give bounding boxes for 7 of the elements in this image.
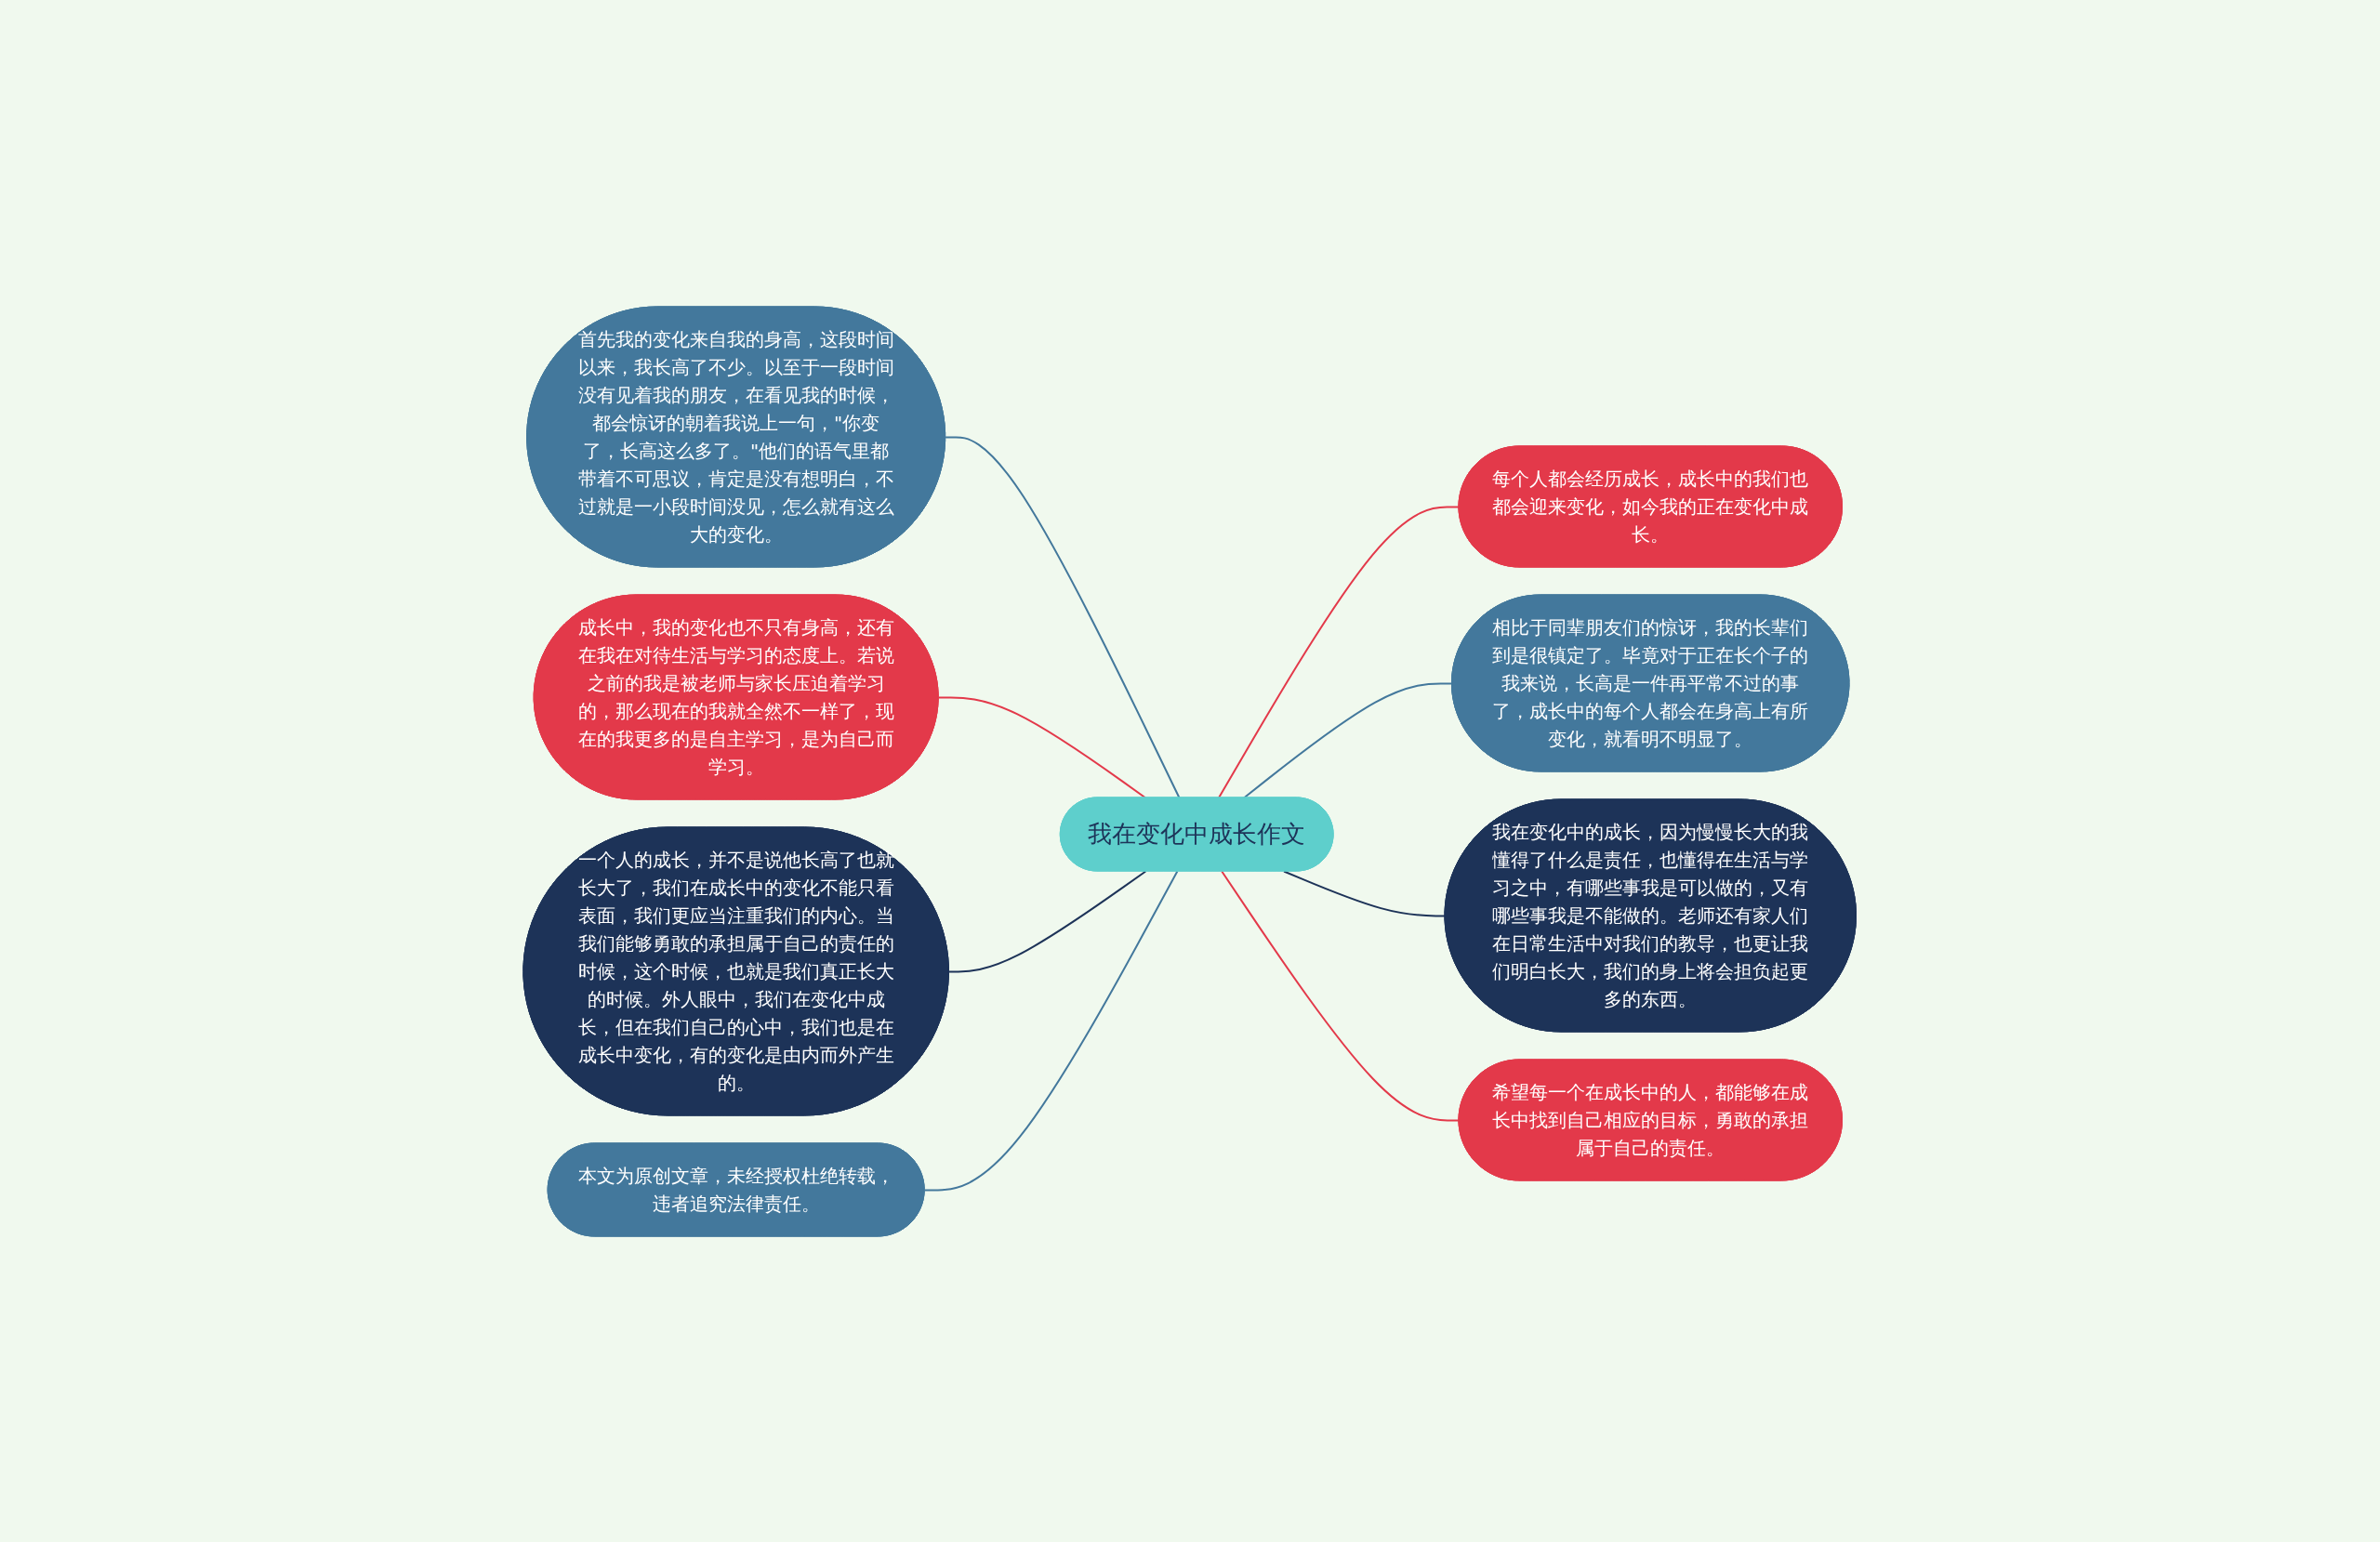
connector — [923, 870, 1179, 1191]
connector — [1218, 505, 1461, 798]
connector — [937, 695, 1147, 798]
connector — [1283, 870, 1447, 916]
connector — [945, 435, 1181, 798]
connector — [948, 870, 1147, 972]
connector — [1221, 870, 1461, 1121]
